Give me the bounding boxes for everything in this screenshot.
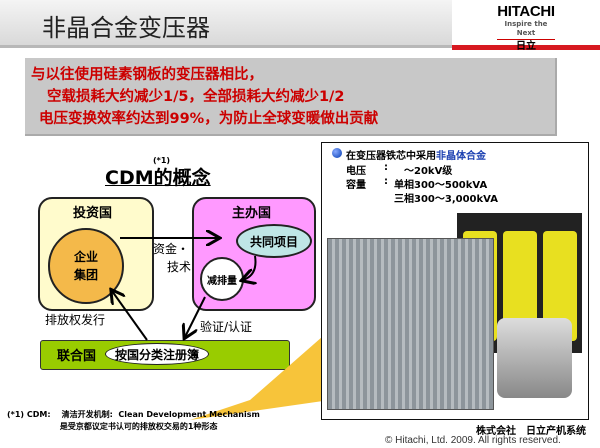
message-line: 电压变换效率约达到99%，为防止全球变暖做出贡献 xyxy=(39,111,379,127)
logo-red-bar xyxy=(452,45,600,50)
product-heading-highlight: 非晶体合金 xyxy=(436,151,486,162)
footnote-mark: (*1) xyxy=(153,156,171,165)
verification-label: 验证/认证 xyxy=(200,320,253,334)
registry-ellipse: 按国分类注册簿 xyxy=(105,343,209,365)
product-heading: 在变压器铁芯中采用 xyxy=(346,151,436,162)
company-name: 株式会社 日立产机系统 xyxy=(476,426,586,437)
transformer-photo-panel: 在变压器铁芯中采用非晶体合金 电压 : ～20kV级 容量 : 单相300～50… xyxy=(321,142,589,420)
project-reduction-arrow xyxy=(243,255,256,280)
diagram-title: CDM的概念 xyxy=(105,167,211,189)
amorphous-core-image xyxy=(497,318,572,398)
logo-kanji: 日立 xyxy=(516,41,536,52)
colon: : xyxy=(384,162,388,173)
message-line: 空载损耗大约减少1/5，全部损耗大约减少1/2 xyxy=(47,89,345,105)
colon: : xyxy=(384,176,388,187)
capacity-single-phase: 单相300～500kVA xyxy=(394,180,488,191)
enterprise-text: 集团 xyxy=(73,268,98,282)
copyright: © Hitachi, Ltd. 2009. All rights reserve… xyxy=(385,435,561,446)
message-line: 与以往使用硅素钢板的变压器相比， xyxy=(31,67,263,83)
logo-brand: HITACHI xyxy=(497,3,555,20)
tech-label: 技术 xyxy=(167,260,192,274)
verification-arrow xyxy=(185,296,206,337)
hitachi-logo: HITACHI Inspire the Next 日立 xyxy=(452,0,600,52)
enterprise-text: 企业 xyxy=(73,250,98,264)
funds-label: 资金・ xyxy=(153,242,190,256)
voltage-label: 电压 xyxy=(346,166,366,177)
reduction-circle: 减排量 xyxy=(200,257,244,301)
logo-tagline: Inspire the Next xyxy=(497,20,555,40)
footnote: (*1) CDM: 清洁开发机制: Clean Development Mech… xyxy=(7,410,260,431)
diagram-arrows xyxy=(0,0,320,400)
bullet-icon xyxy=(332,148,342,158)
host-label: 主办国 xyxy=(232,206,272,221)
un-label: 联合国 xyxy=(57,349,97,364)
yellow-light-beam xyxy=(190,330,330,420)
oil-transformer-image xyxy=(327,238,494,410)
voltage-value: ～20kV级 xyxy=(404,166,453,177)
capacity-label: 容量 xyxy=(346,180,366,191)
joint-project-ellipse: 共同项目 xyxy=(236,224,312,258)
page-title: 非晶合金变压器 xyxy=(42,14,210,42)
issuance-label: 排放权发行 xyxy=(45,313,106,327)
investor-label: 投资国 xyxy=(73,206,113,221)
issuance-arrow xyxy=(112,291,148,341)
key-message-box: 与以往使用硅素钢板的变压器相比， 空载损耗大约减少1/5，全部损耗大约减少1/2… xyxy=(25,58,557,136)
capacity-three-phase: 三相300～3,000kVA xyxy=(394,194,498,205)
